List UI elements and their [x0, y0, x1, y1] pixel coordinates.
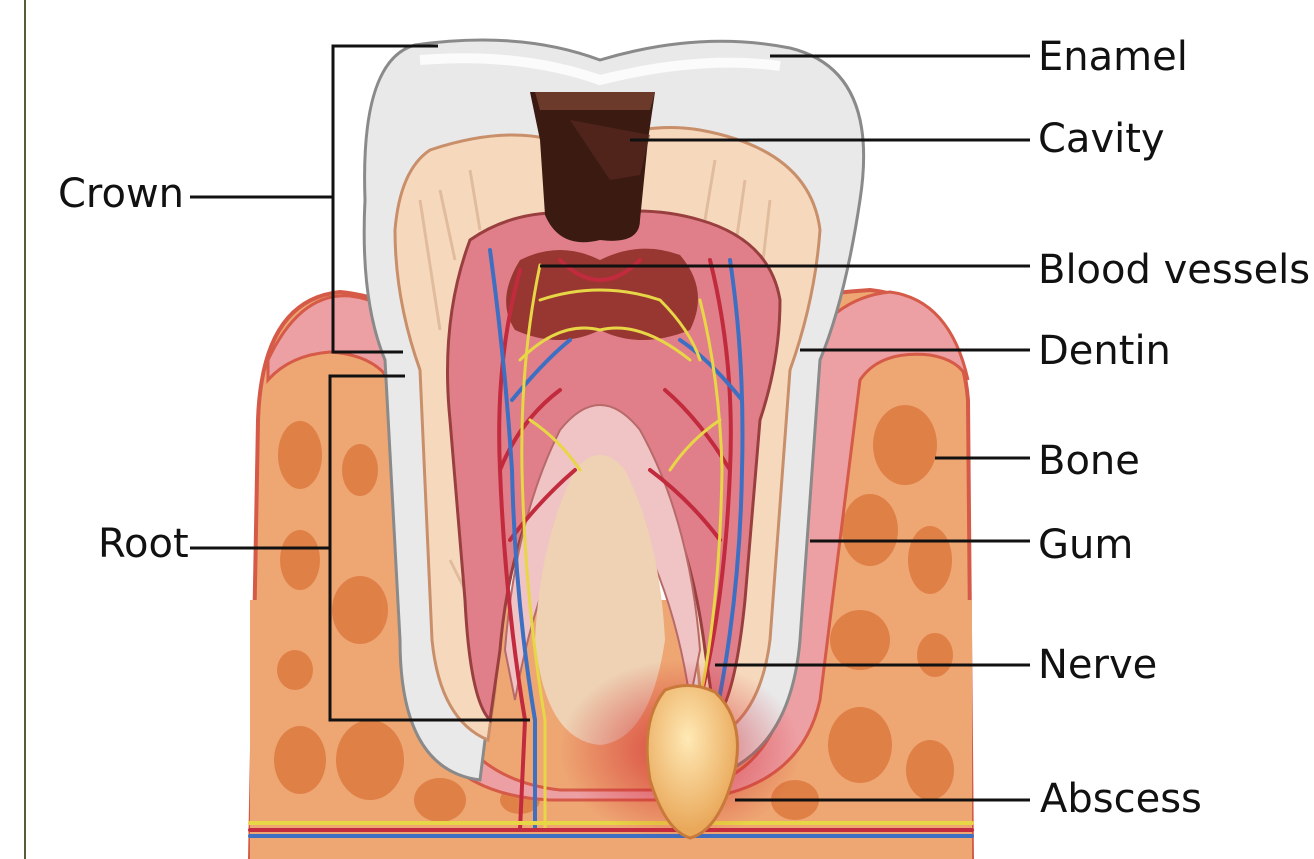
label-enamel: Enamel — [1038, 34, 1188, 80]
label-gum: Gum — [1038, 522, 1133, 568]
label-blood-vessels: Blood vessels — [1038, 247, 1310, 293]
label-dentin: Dentin — [1038, 328, 1171, 374]
label-abscess: Abscess — [1040, 776, 1202, 822]
cavity-illustration — [530, 92, 655, 242]
label-crown: Crown — [58, 171, 184, 217]
abscess-illustration — [560, 660, 800, 840]
label-cavity: Cavity — [1038, 116, 1165, 162]
label-nerve: Nerve — [1038, 642, 1157, 688]
label-root: Root — [98, 521, 189, 567]
label-bone: Bone — [1038, 438, 1140, 484]
